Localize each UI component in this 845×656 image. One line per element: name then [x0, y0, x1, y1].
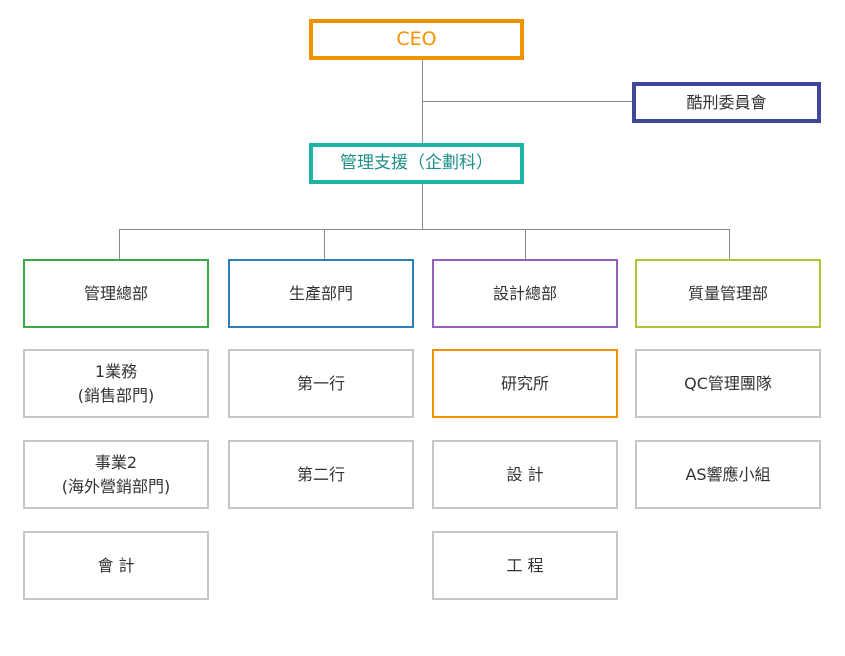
unit-as-response-group: AS響應小組	[635, 440, 821, 509]
connector-support-down	[422, 182, 423, 229]
unit-accounting: 會 計	[23, 531, 209, 600]
department-production: 生產部門	[228, 259, 414, 328]
connector-drop-production	[324, 229, 325, 260]
support-box: 管理支援（企劃科）	[309, 143, 524, 184]
department-admin: 管理總部	[23, 259, 209, 328]
unit-engineering: 工 程	[432, 531, 618, 600]
department-design: 設計總部	[432, 259, 618, 328]
connector-drop-admin	[119, 229, 120, 260]
unit-overseas-marketing: 事業2 (海外營銷部門)	[23, 440, 209, 509]
unit-line-two: 第二行	[228, 440, 414, 509]
unit-qc-team: QC管理團隊	[635, 349, 821, 418]
unit-research-institute: 研究所	[432, 349, 618, 418]
unit-line-one: 第一行	[228, 349, 414, 418]
connector-department-bus	[119, 229, 729, 230]
department-quality: 質量管理部	[635, 259, 821, 328]
connector-drop-design	[525, 229, 526, 260]
unit-design: 設 計	[432, 440, 618, 509]
connector-drop-quality	[729, 229, 730, 260]
committee-box: 酷刑委員會	[632, 82, 821, 123]
ceo-box: CEO	[309, 19, 524, 60]
connector-to-committee	[422, 101, 634, 102]
unit-sales: 1業務 (銷售部門)	[23, 349, 209, 418]
